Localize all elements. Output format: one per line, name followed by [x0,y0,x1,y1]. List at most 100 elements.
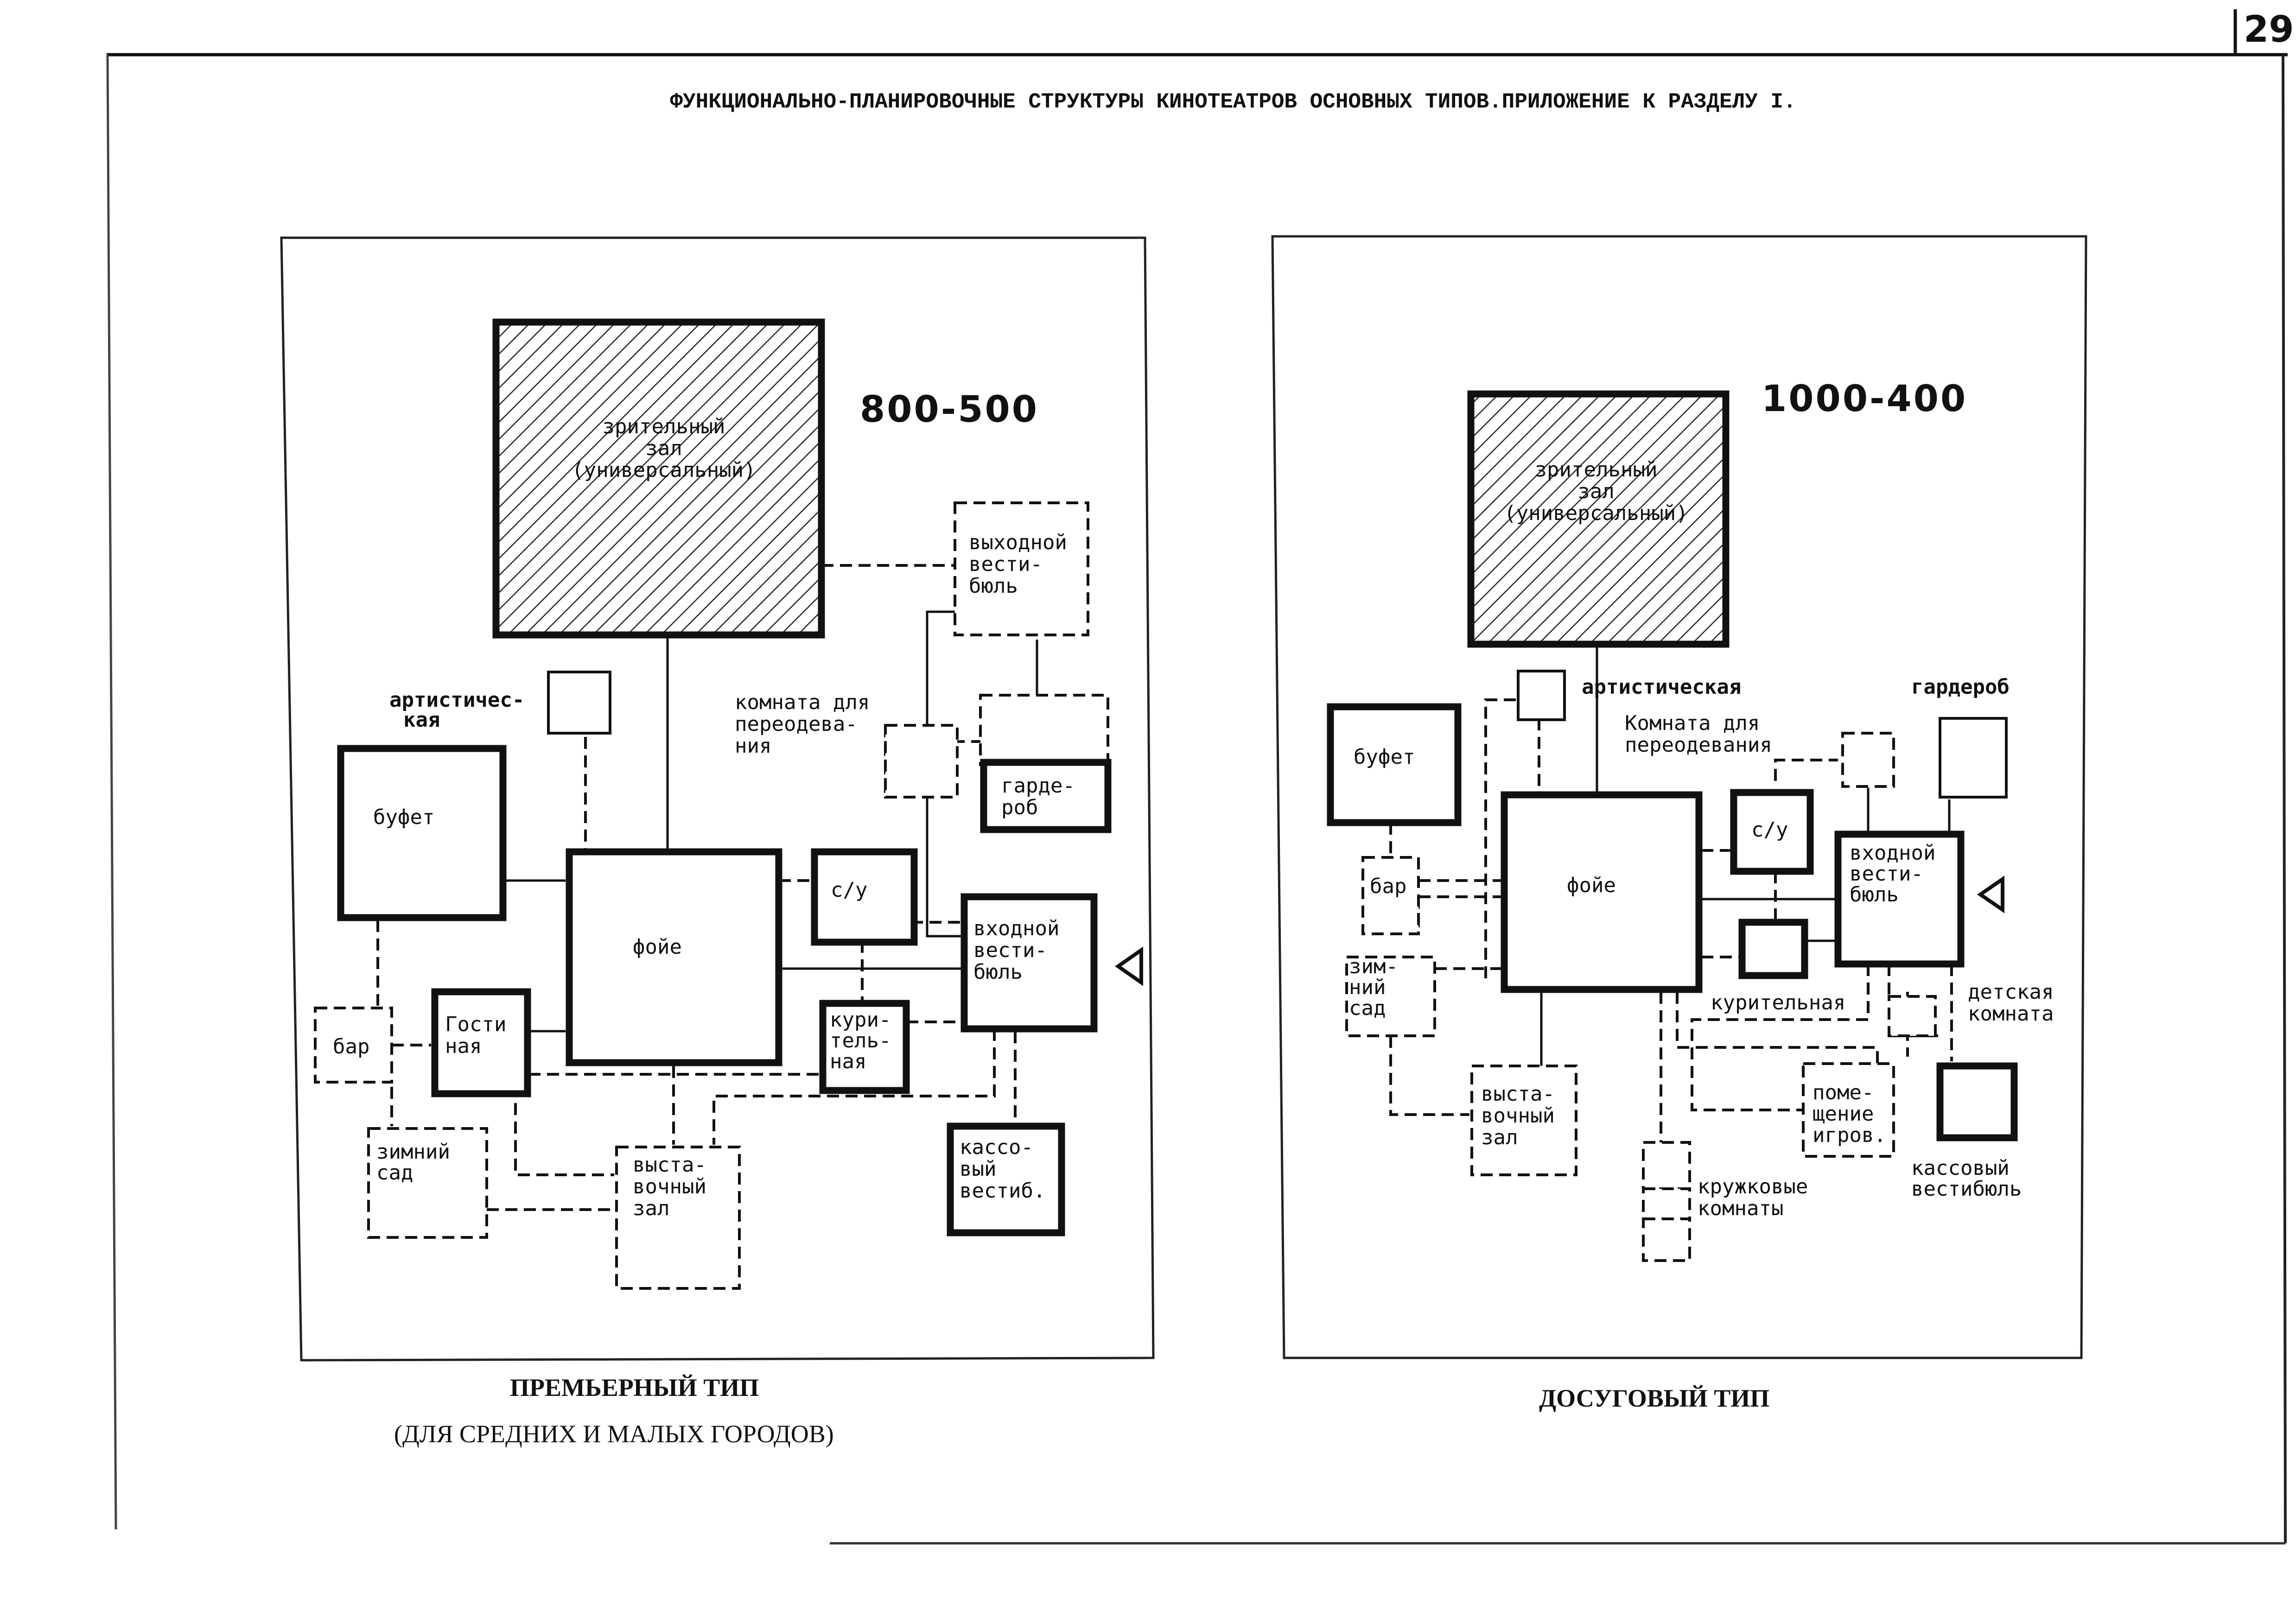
svg-text:ний: ний [1349,976,1386,999]
r-cloakroom-label: гардероб [1911,675,2010,699]
right-caption-type: ДОСУГОВЫЙ ТИП [1539,1384,1769,1412]
svg-text:кассовый: кассовый [1911,1156,2010,1180]
wc-label: с/у [831,878,867,902]
svg-text:ная: ная [445,1034,482,1058]
r-wc-box [1730,789,1814,875]
winter-garden-label: зимний сад [376,1140,450,1185]
svg-text:вочный: вочный [633,1175,706,1198]
svg-text:детская: детская [1968,980,2054,1004]
r-changing-room-label: Комната для переодевания [1625,711,1772,757]
svg-text:зал: зал [1481,1126,1518,1149]
svg-text:бюль: бюль [1850,883,1899,907]
exit-vestibule-box [954,501,1089,636]
svg-text:переодева-: переодева- [735,712,858,736]
right-panel-frame [1271,235,2087,1359]
r-exhibition-hall-box [1470,1065,1577,1176]
r-club-room-2-box [1642,1187,1691,1220]
svg-text:тель-: тель- [830,1029,891,1052]
svg-text:выходной: выходной [969,531,1067,554]
smoking-room-label: кури- тель- ная [830,1008,891,1073]
r-foyer-box [1501,791,1703,993]
exhibition-hall-box [615,1146,741,1290]
exit-vestibule-label: выходной вести- бюль [969,531,1067,598]
svg-text:вести-: вести- [969,552,1043,576]
svg-text:зрительный: зрительный [1535,458,1658,482]
r-kids-room-label: детская комната [1968,980,2054,1026]
r-bar-box [1361,856,1420,935]
r-bar-label: бар [1370,875,1406,898]
r-entrance-vestibule-box [1834,831,1965,968]
svg-text:комната: комната [1968,1002,2054,1026]
bar-box [314,1007,393,1084]
r-capacity-label: 1000-400 [1762,378,1967,420]
lounge-label: Гости ная [445,1013,506,1058]
svg-text:кружковые: кружковые [1698,1175,1808,1198]
svg-text:вый: вый [960,1157,996,1181]
entrance-vestibule-label: входной вести- бюль [973,917,1059,984]
lounge-box [431,988,531,1097]
changing-room-label: комната для переодева- ния [735,691,870,758]
svg-text:(универсальный): (универсальный) [572,458,756,482]
svg-text:сад: сад [1349,996,1386,1020]
svg-text:ния: ния [735,734,771,758]
r-artist-room-label: артистическая [1582,675,1741,699]
auditorium-box [492,318,825,639]
cloakroom-label: гарде- роб [1001,774,1075,819]
r-ticket-vestibule-box [1936,1062,2018,1141]
svg-text:выста-: выста- [1481,1082,1555,1106]
buffet-box [337,745,507,921]
svg-text:бюль: бюль [973,960,1023,984]
svg-text:переодевания: переодевания [1625,733,1772,757]
svg-text:выста-: выста- [633,1153,706,1177]
r-exhibition-hall-label: выста- вочный зал [1481,1082,1555,1149]
r-foyer-label: фойе [1567,874,1616,897]
svg-text:Комната для: Комната для [1625,711,1760,735]
r-buffet-box [1327,703,1462,826]
svg-text:зал: зал [645,437,682,460]
auditorium-label: зрительный зал (универсальный) [572,415,756,482]
svg-text:поме-: поме- [1813,1081,1874,1104]
cloakroom-box [980,759,1112,833]
svg-text:комнаты: комнаты [1698,1197,1783,1220]
svg-text:гарде-: гарде- [1001,774,1075,798]
foyer-label: фойе [633,935,682,959]
r-smoking-room-label: курительная [1711,991,1845,1014]
svg-text:кури-: кури- [830,1008,891,1032]
svg-text:роб: роб [1001,796,1038,819]
r-changing-room-box [1841,732,1895,788]
left-caption-type: ПРЕМЬЕРНЫЙ ТИП [510,1374,759,1401]
left-connectors [376,564,1038,1211]
r-winter-garden-label: зим- ний сад [1349,955,1398,1020]
winter-garden-box [367,1127,488,1239]
r-cloakroom-box [1939,717,2008,799]
left-caption-cities: (ДЛЯ СРЕДНИХ И МАЛЫХ ГОРОДОВ) [394,1420,834,1448]
r-entrance-vestibule-label: входной вести- бюль [1850,841,1935,907]
svg-text:вочный: вочный [1481,1104,1555,1128]
svg-text:входной: входной [1850,841,1935,865]
svg-text:ная: ная [830,1050,866,1073]
svg-text:Гости: Гости [445,1013,506,1036]
changing-room-box [884,724,959,799]
r-kids-room-box [1888,995,1937,1037]
svg-text:зал: зал [1577,480,1614,503]
smoking-room-box [819,1000,910,1094]
svg-text:вестиб.: вестиб. [960,1179,1045,1203]
svg-text:(универсальный): (универсальный) [1504,501,1688,525]
r-games-room-label: поме- щение игров. [1813,1081,1886,1147]
sheet-title: ФУНКЦИОНАЛЬНО-ПЛАНИРОВОЧНЫЕ СТРУКТУРЫ КИ… [670,90,1796,114]
r-winter-garden-box [1345,956,1436,1037]
entrance-arrow-icon [1115,946,1143,986]
r-wc-label: с/у [1751,818,1788,842]
r-club-room-1-box [1642,1141,1691,1190]
svg-text:входной: входной [973,917,1059,940]
svg-text:зим-: зим- [1349,955,1398,978]
svg-text:игров.: игров. [1813,1123,1886,1147]
ticket-vestibule-box [947,1122,1065,1236]
svg-text:щение: щение [1813,1102,1874,1126]
left-panel: зрительный зал (универсальный) 800-500 в… [280,236,1155,1362]
svg-text:комната для: комната для [735,691,870,714]
r-artist-room-box [1517,670,1566,721]
svg-text:кассо-: кассо- [960,1135,1033,1159]
r-smoking-room-box [1738,919,1808,979]
